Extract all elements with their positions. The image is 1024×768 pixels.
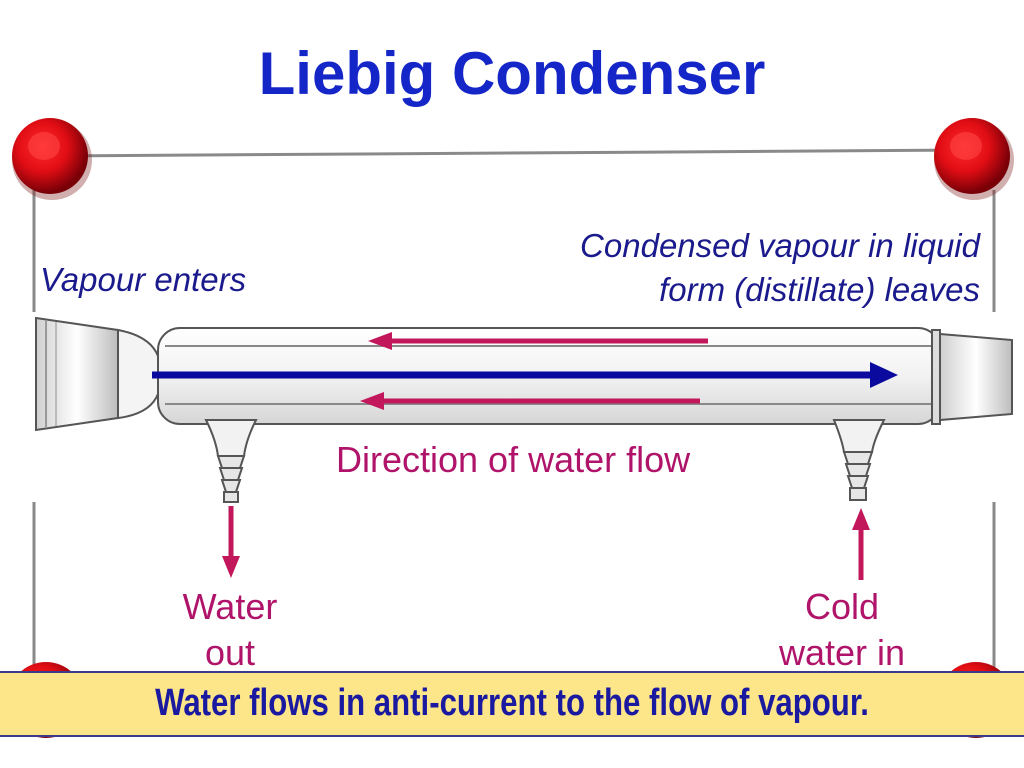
cold-in-line-1: Cold <box>804 586 880 627</box>
cold-in-line-2: water in <box>778 632 906 673</box>
summary-banner <box>0 671 1024 737</box>
cold-water-in-arrow <box>852 508 870 580</box>
cold-water-in-label: Cold water in <box>742 584 942 676</box>
condensed-line-1: Condensed vapour in liquid <box>580 227 980 264</box>
water-out-label: Water out <box>150 584 310 676</box>
summary-banner-text: Water flows in anti-current to the flow … <box>155 682 869 724</box>
water-flow-direction-label: Direction of water flow <box>336 439 691 480</box>
water-out-line-1: Water <box>182 586 278 627</box>
pin-top-right <box>934 118 1014 200</box>
vapour-enters-label: Vapour enters <box>40 261 247 298</box>
water-flow-arrow-upper <box>368 332 708 350</box>
water-flow-arrow-lower <box>360 392 700 410</box>
water-out-line-2: out <box>204 632 256 673</box>
pin-top-left <box>12 118 92 200</box>
water-out-arrow <box>222 506 240 578</box>
vapour-flow-arrow <box>152 362 898 388</box>
condensed-vapour-label: Condensed vapour in liquid form (distill… <box>580 224 980 312</box>
slide-title: Liebig Condenser <box>258 40 766 107</box>
condensed-line-2: form (distillate) leaves <box>659 271 980 308</box>
